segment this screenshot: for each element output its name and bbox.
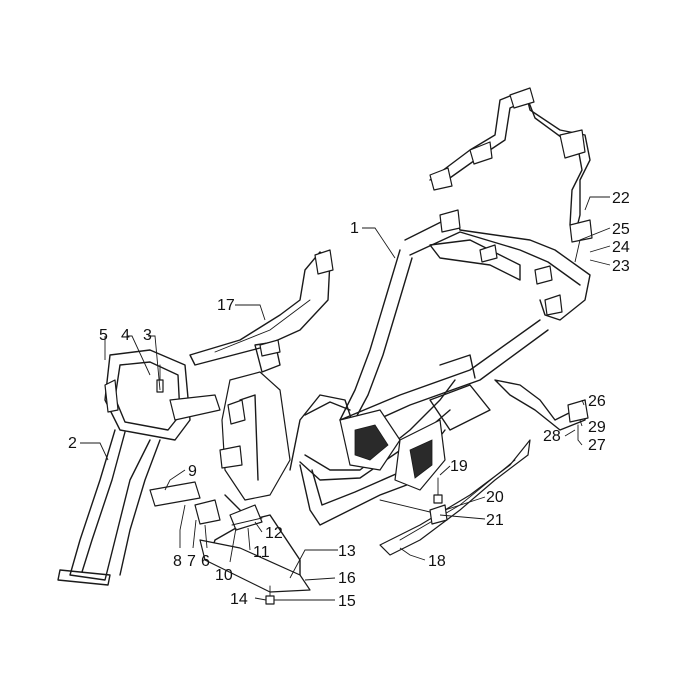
center-bracket — [209, 339, 301, 576]
rear-carrier — [429, 87, 593, 243]
callout-26: 26 — [588, 393, 606, 410]
callout-12: 12 — [265, 525, 283, 542]
callout-3: 3 — [143, 327, 152, 344]
callout-23: 23 — [612, 258, 630, 275]
callout-24: 24 — [612, 239, 630, 256]
callout-4: 4 — [121, 327, 130, 344]
front-frame-assembly — [57, 349, 221, 586]
callout-22: 22 — [612, 190, 630, 207]
callout-18: 18 — [428, 553, 446, 570]
callout-11: 11 — [253, 544, 270, 561]
callout-10: 10 — [215, 567, 233, 584]
small-brackets — [149, 481, 263, 531]
callout-labels: 1 2 3 4 5 6 7 8 9 10 11 12 13 14 15 16 1… — [68, 190, 630, 610]
side-bracket-17 — [189, 249, 334, 366]
callout-5: 5 — [99, 327, 108, 344]
callout-14: 14 — [230, 591, 248, 608]
stand-bracket — [199, 539, 311, 605]
callout-29: 29 — [588, 419, 606, 436]
callout-21: 21 — [486, 512, 504, 529]
callout-9: 9 — [188, 463, 197, 480]
callout-13: 13 — [338, 543, 356, 560]
callout-16: 16 — [338, 570, 356, 587]
leader-lines — [80, 196, 611, 601]
callout-6: 6 — [201, 553, 210, 570]
callout-19: 19 — [450, 458, 468, 475]
callout-1: 1 — [350, 220, 359, 237]
callout-8: 8 — [173, 553, 182, 570]
callout-2: 2 — [68, 435, 77, 452]
rear-bracket-26 — [494, 379, 589, 441]
main-frame — [289, 209, 591, 526]
callout-17: 17 — [217, 297, 235, 314]
callout-28: 28 — [543, 428, 561, 445]
callout-20: 20 — [486, 489, 504, 506]
callout-7: 7 — [187, 553, 196, 570]
callout-15: 15 — [338, 593, 356, 610]
callout-25: 25 — [612, 221, 630, 238]
callout-27: 27 — [588, 437, 606, 454]
